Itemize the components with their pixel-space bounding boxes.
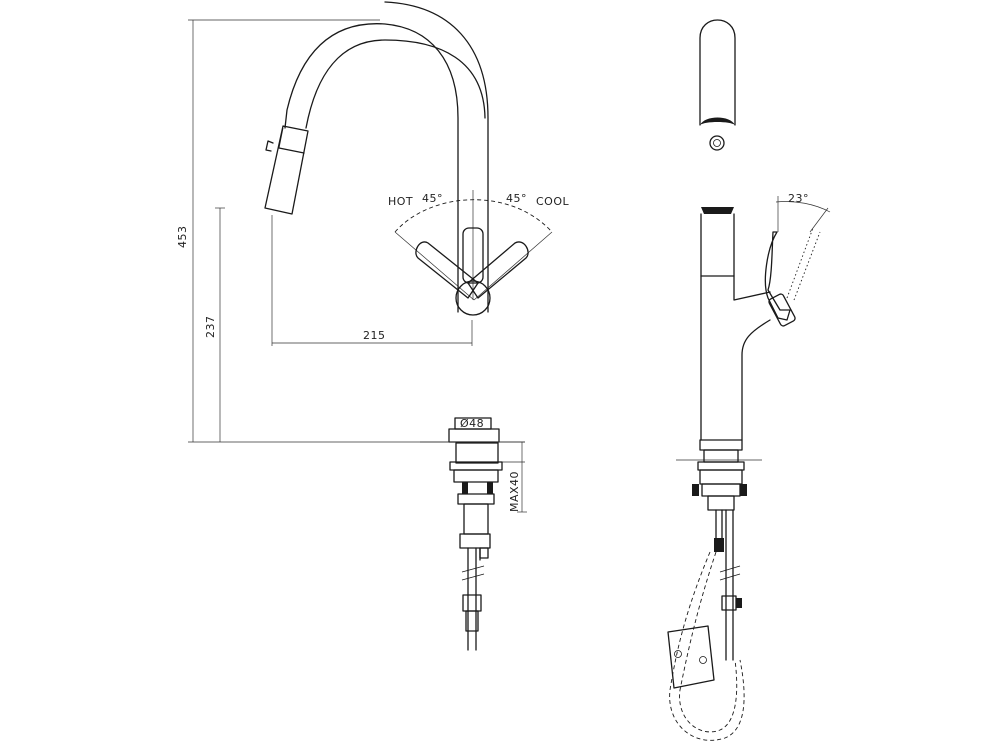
hot-angle-label: 45° [422,192,443,205]
mounting-hardware: MAX40 [449,441,527,651]
spray-head [264,125,309,215]
side-base [676,439,762,511]
spout-reach-label: 215 [363,329,386,342]
front-view: 453 237 215 [176,1,569,651]
cool-label: COOL [536,195,569,208]
spout-height-label: 237 [204,316,217,339]
side-lever: 23° [764,192,831,327]
hot-label: HOT [388,195,413,208]
pullout-angle-label: 23° [788,192,809,205]
dimension-453: 453 [176,19,455,443]
side-hoses [667,509,745,741]
dimension-215: 215 [271,215,473,346]
spout [284,1,489,313]
dimension-237: 237 [204,207,225,442]
cool-angle-label: 45° [506,192,527,205]
side-body [700,207,771,441]
base-diameter-label: Ø48 [460,417,484,430]
side-view: 23° [667,19,831,741]
base: Ø48 [420,417,525,443]
total-height-label: 453 [176,226,189,249]
handle-assembly: HOT 45° 45° COOL [388,190,569,316]
spout-top-section [699,19,736,151]
max-thickness-label: MAX40 [508,471,521,512]
